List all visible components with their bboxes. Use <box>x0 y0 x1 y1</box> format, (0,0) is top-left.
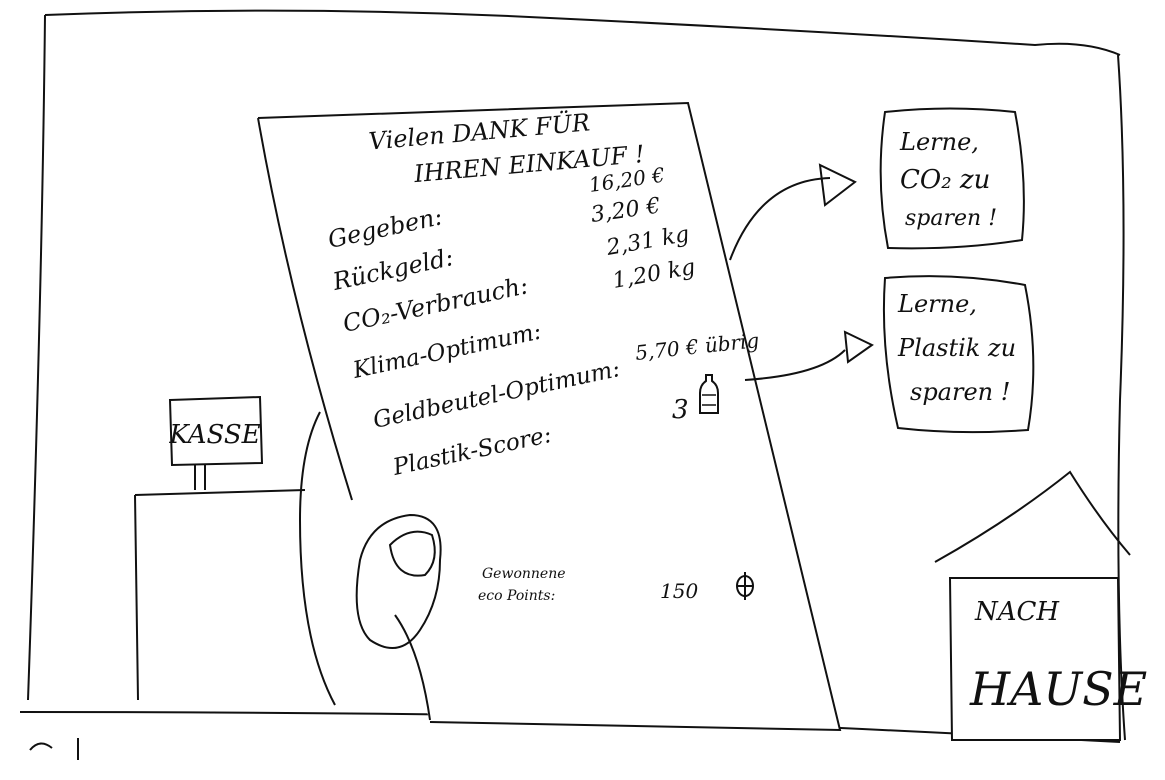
receipt-row-value: 3 <box>672 395 689 425</box>
learn-co2-line2: CO₂ zu <box>900 165 990 195</box>
frame-corner-mark <box>29 738 79 760</box>
checkout-counter <box>134 489 306 701</box>
eco-points-label-line2: eco Points: <box>478 588 555 604</box>
learn-co2-button[interactable]: Lerne, CO₂ zu sparen ! <box>879 107 1025 250</box>
arrow-head-co2 <box>818 163 857 207</box>
learn-plastic-line2: Plastik zu <box>897 334 1016 362</box>
learn-co2-line1: Lerne, <box>899 128 979 156</box>
learn-plastic-button[interactable]: Lerne, Plastik zu sparen ! <box>882 275 1035 434</box>
leaf-icon <box>736 572 754 600</box>
frame-right-line <box>1117 54 1126 741</box>
go-home-button[interactable]: NACH HAUSE <box>934 470 1147 741</box>
holding-hand <box>298 411 442 721</box>
thumb-nail <box>388 530 436 577</box>
frame-left-line <box>27 14 46 701</box>
go-home-line1: NACH <box>974 597 1060 627</box>
arrow-to-learn-plastic <box>744 349 846 381</box>
kasse-sign-label: KASSE <box>168 420 260 450</box>
learn-plastic-line1: Lerne, <box>897 290 977 318</box>
arrow-to-learn-co2 <box>729 177 831 261</box>
eco-points-value: 150 <box>660 579 698 603</box>
arrow-head-plastic <box>843 330 874 364</box>
learn-co2-line3: sparen ! <box>905 206 997 231</box>
bottle-icon <box>699 374 719 414</box>
frame-top-line <box>44 9 1121 56</box>
eco-points-label-line1: Gewonnene <box>482 566 566 582</box>
go-home-line2: HAUSE <box>969 662 1147 716</box>
kasse-sign: KASSE <box>168 395 264 490</box>
learn-plastic-line3: sparen ! <box>910 378 1010 406</box>
receipt-paper <box>257 101 842 732</box>
